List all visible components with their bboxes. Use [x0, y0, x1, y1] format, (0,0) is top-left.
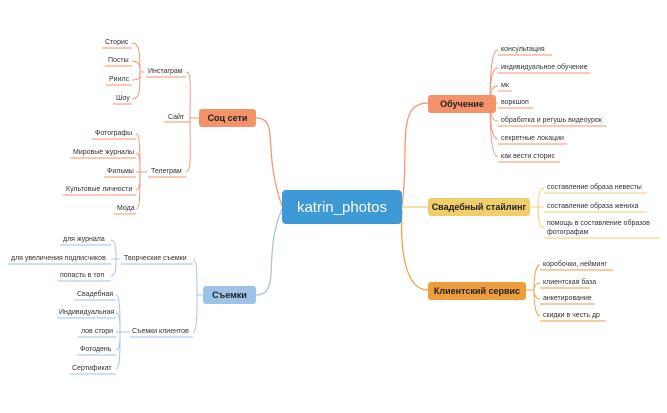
leaf-clients-1[interactable]: Индивидуальная — [59, 309, 115, 316]
node-klientsky-servis[interactable]: Клиентский сервис — [428, 282, 526, 300]
leaf-telegram-2[interactable]: Фильмы — [107, 168, 134, 175]
center-node-label: katrin_photos — [296, 198, 388, 216]
leaf-clients-3[interactable]: Фотодень — [80, 346, 112, 353]
node-klientsky-servis-label: Клиентский сервис — [433, 286, 521, 296]
leaf-stayling-3[interactable]: фотографам — [547, 229, 589, 236]
leaf-creative-1[interactable]: для увеличения подписчиков — [11, 255, 106, 262]
leaf-servis-1[interactable]: клиентская база — [543, 279, 597, 286]
node-soc-seti-label: Соц сети — [207, 113, 248, 123]
node-creative-shoots[interactable]: Творческие съемки — [124, 255, 187, 262]
leaf-clients-2[interactable]: лов стори — [81, 328, 114, 335]
leaf-servis-2[interactable]: анкетирование — [543, 295, 592, 302]
leaf-instagram-2[interactable]: Риилс — [109, 76, 130, 83]
leaf-obuchenie-2[interactable]: мк — [501, 82, 509, 89]
leaf-instagram-1[interactable]: Посты — [108, 57, 129, 64]
leaf-obuchenie-3[interactable]: воркшоп — [501, 99, 529, 106]
node-soc-seti[interactable]: Соц сети — [199, 109, 256, 127]
leaf-stayling-1[interactable]: составление образа жениха — [547, 203, 639, 210]
leaf-telegram-0[interactable]: Фотографы — [95, 130, 133, 137]
leaf-obuchenie-1[interactable]: индивидуальное обучение — [501, 64, 588, 71]
branch-curve-obuchenie — [401, 102, 429, 207]
leaf-telegram-1[interactable]: Мировые журналы — [73, 149, 135, 156]
node-svadebny-stayling[interactable]: Свадебный стайлинг — [428, 198, 530, 216]
branch-curve-semki — [255, 208, 283, 296]
node-svadebny-stayling-label: Свадебный стайлинг — [431, 202, 527, 212]
node-semki[interactable]: Съемки — [203, 286, 256, 304]
branch-curve-soc — [255, 117, 283, 207]
branch-curve-servis — [401, 209, 429, 291]
node-obuchenie-label: Обучение — [440, 99, 484, 109]
node-instagram[interactable]: Инстаграм — [148, 68, 183, 75]
node-site[interactable]: Сайт — [168, 114, 185, 121]
leaf-telegram-4[interactable]: Мода — [117, 205, 135, 212]
leaf-instagram-3[interactable]: Шоу — [116, 95, 130, 102]
node-semki-label: Съемки — [212, 290, 247, 300]
leaf-obuchenie-5[interactable]: секретные локации — [501, 135, 564, 142]
node-obuchenie[interactable]: Обучение — [428, 95, 496, 113]
node-client-shoots[interactable]: Съемки клиентов — [132, 328, 189, 335]
leaf-stayling-2[interactable]: помощь в составление образов — [547, 220, 650, 227]
leaf-clients-0[interactable]: Свадебная — [77, 291, 114, 298]
leaf-creative-2[interactable]: попасть в топ — [60, 272, 105, 279]
leaf-servis-3[interactable]: скидки в честь др — [543, 312, 600, 319]
leaf-servis-0[interactable]: коробочки, нейминг — [543, 261, 607, 268]
center-node[interactable]: katrin_photos — [282, 190, 402, 224]
leaf-telegram-3[interactable]: Культовые личности — [66, 186, 133, 193]
node-telegram[interactable]: Телеграм — [151, 168, 182, 175]
leaf-stayling-0[interactable]: составление образа невесты — [547, 184, 642, 191]
leaf-instagram-0[interactable]: Сторис — [105, 39, 129, 46]
leaf-clients-4[interactable]: Сертификат — [72, 365, 112, 372]
leaf-obuchenie-4[interactable]: обработка и ретушь видеоурок — [501, 117, 602, 124]
leaf-creative-0[interactable]: для журнала — [63, 236, 105, 243]
leaf-obuchenie-0[interactable]: консультация — [501, 46, 545, 53]
leaf-obuchenie-6[interactable]: как вести сторис — [501, 153, 556, 160]
